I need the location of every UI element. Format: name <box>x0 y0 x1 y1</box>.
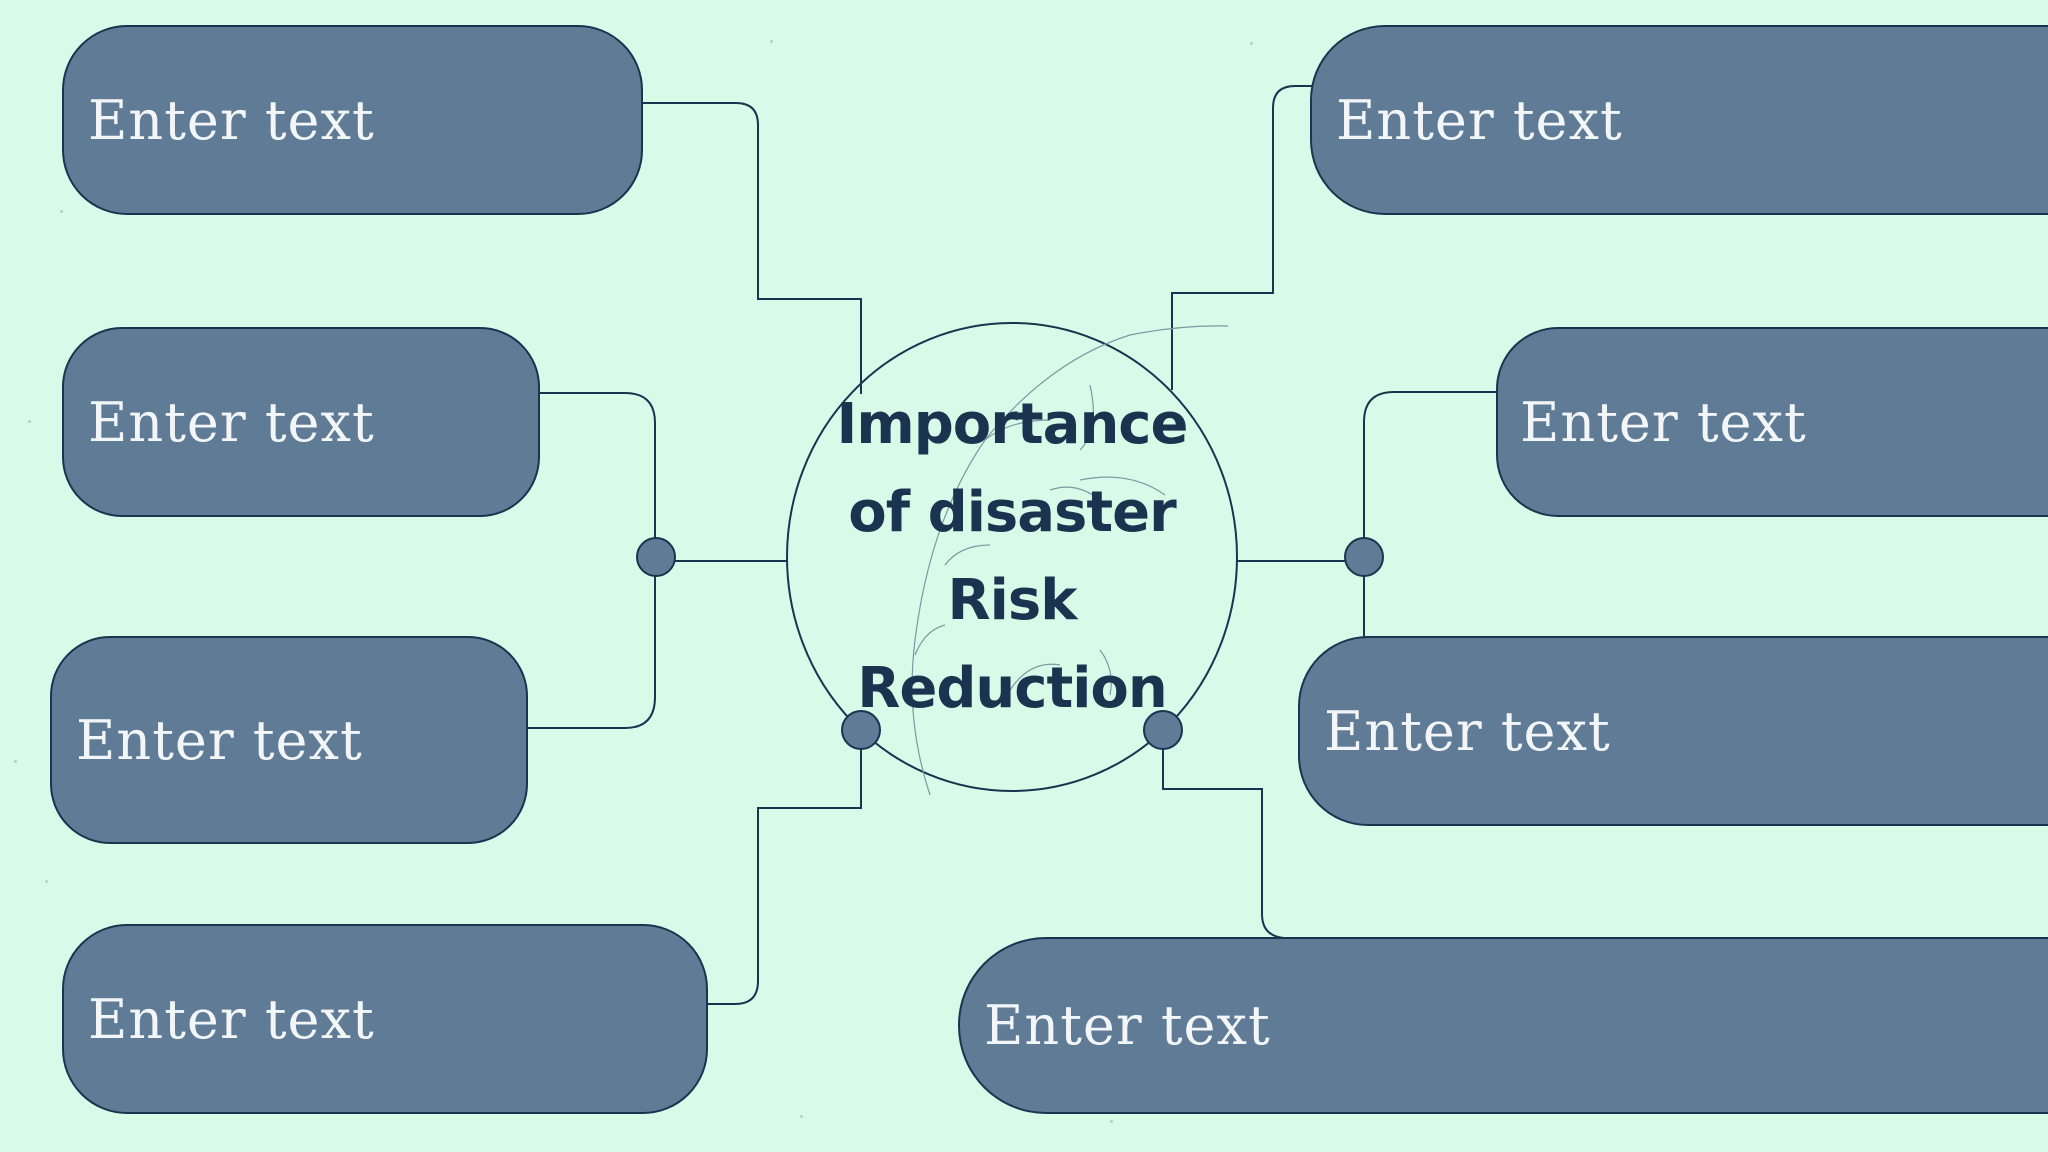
node-left <box>636 537 676 577</box>
center-circle <box>786 322 1238 792</box>
text-box-label: Enter text <box>88 390 375 454</box>
text-box-left-2[interactable]: Enter text <box>62 327 540 517</box>
text-box-label: Enter text <box>1520 390 1807 454</box>
speck <box>770 40 773 43</box>
speck <box>1250 42 1253 45</box>
connector-left-2-3 <box>528 392 656 729</box>
center-topic: Importance of disaster Risk Reduction <box>787 323 1237 791</box>
connector-right-1 <box>1171 85 1380 390</box>
text-box-right-4[interactable]: Enter text <box>958 937 2048 1114</box>
text-box-label: Enter text <box>1324 699 1611 763</box>
speck <box>60 210 63 213</box>
text-box-right-1[interactable]: Enter text <box>1310 25 2048 215</box>
speck <box>45 880 48 883</box>
center-title: Importance of disaster Risk Reduction <box>836 392 1189 721</box>
text-box-label: Enter text <box>88 987 375 1051</box>
speck <box>14 760 17 763</box>
connector-right-4 <box>1162 730 1285 939</box>
node-bottom-left <box>841 710 881 750</box>
text-box-left-3[interactable]: Enter text <box>50 636 528 844</box>
text-box-label: Enter text <box>88 88 375 152</box>
speck <box>28 420 31 423</box>
text-box-label: Enter text <box>984 994 1271 1057</box>
node-right <box>1344 537 1384 577</box>
node-bottom-right <box>1143 710 1183 750</box>
connector-right-2-3 <box>1363 391 1496 640</box>
speck <box>1110 1120 1113 1123</box>
text-box-right-3[interactable]: Enter text <box>1298 636 2048 826</box>
text-box-left-1[interactable]: Enter text <box>62 25 643 215</box>
text-box-label: Enter text <box>76 708 363 772</box>
text-box-right-2[interactable]: Enter text <box>1496 327 2048 517</box>
connector-left-1 <box>642 102 862 394</box>
connector-left-4 <box>708 730 862 1005</box>
speck <box>800 1115 803 1118</box>
text-box-label: Enter text <box>1336 88 1623 152</box>
text-box-left-4[interactable]: Enter text <box>62 924 708 1114</box>
